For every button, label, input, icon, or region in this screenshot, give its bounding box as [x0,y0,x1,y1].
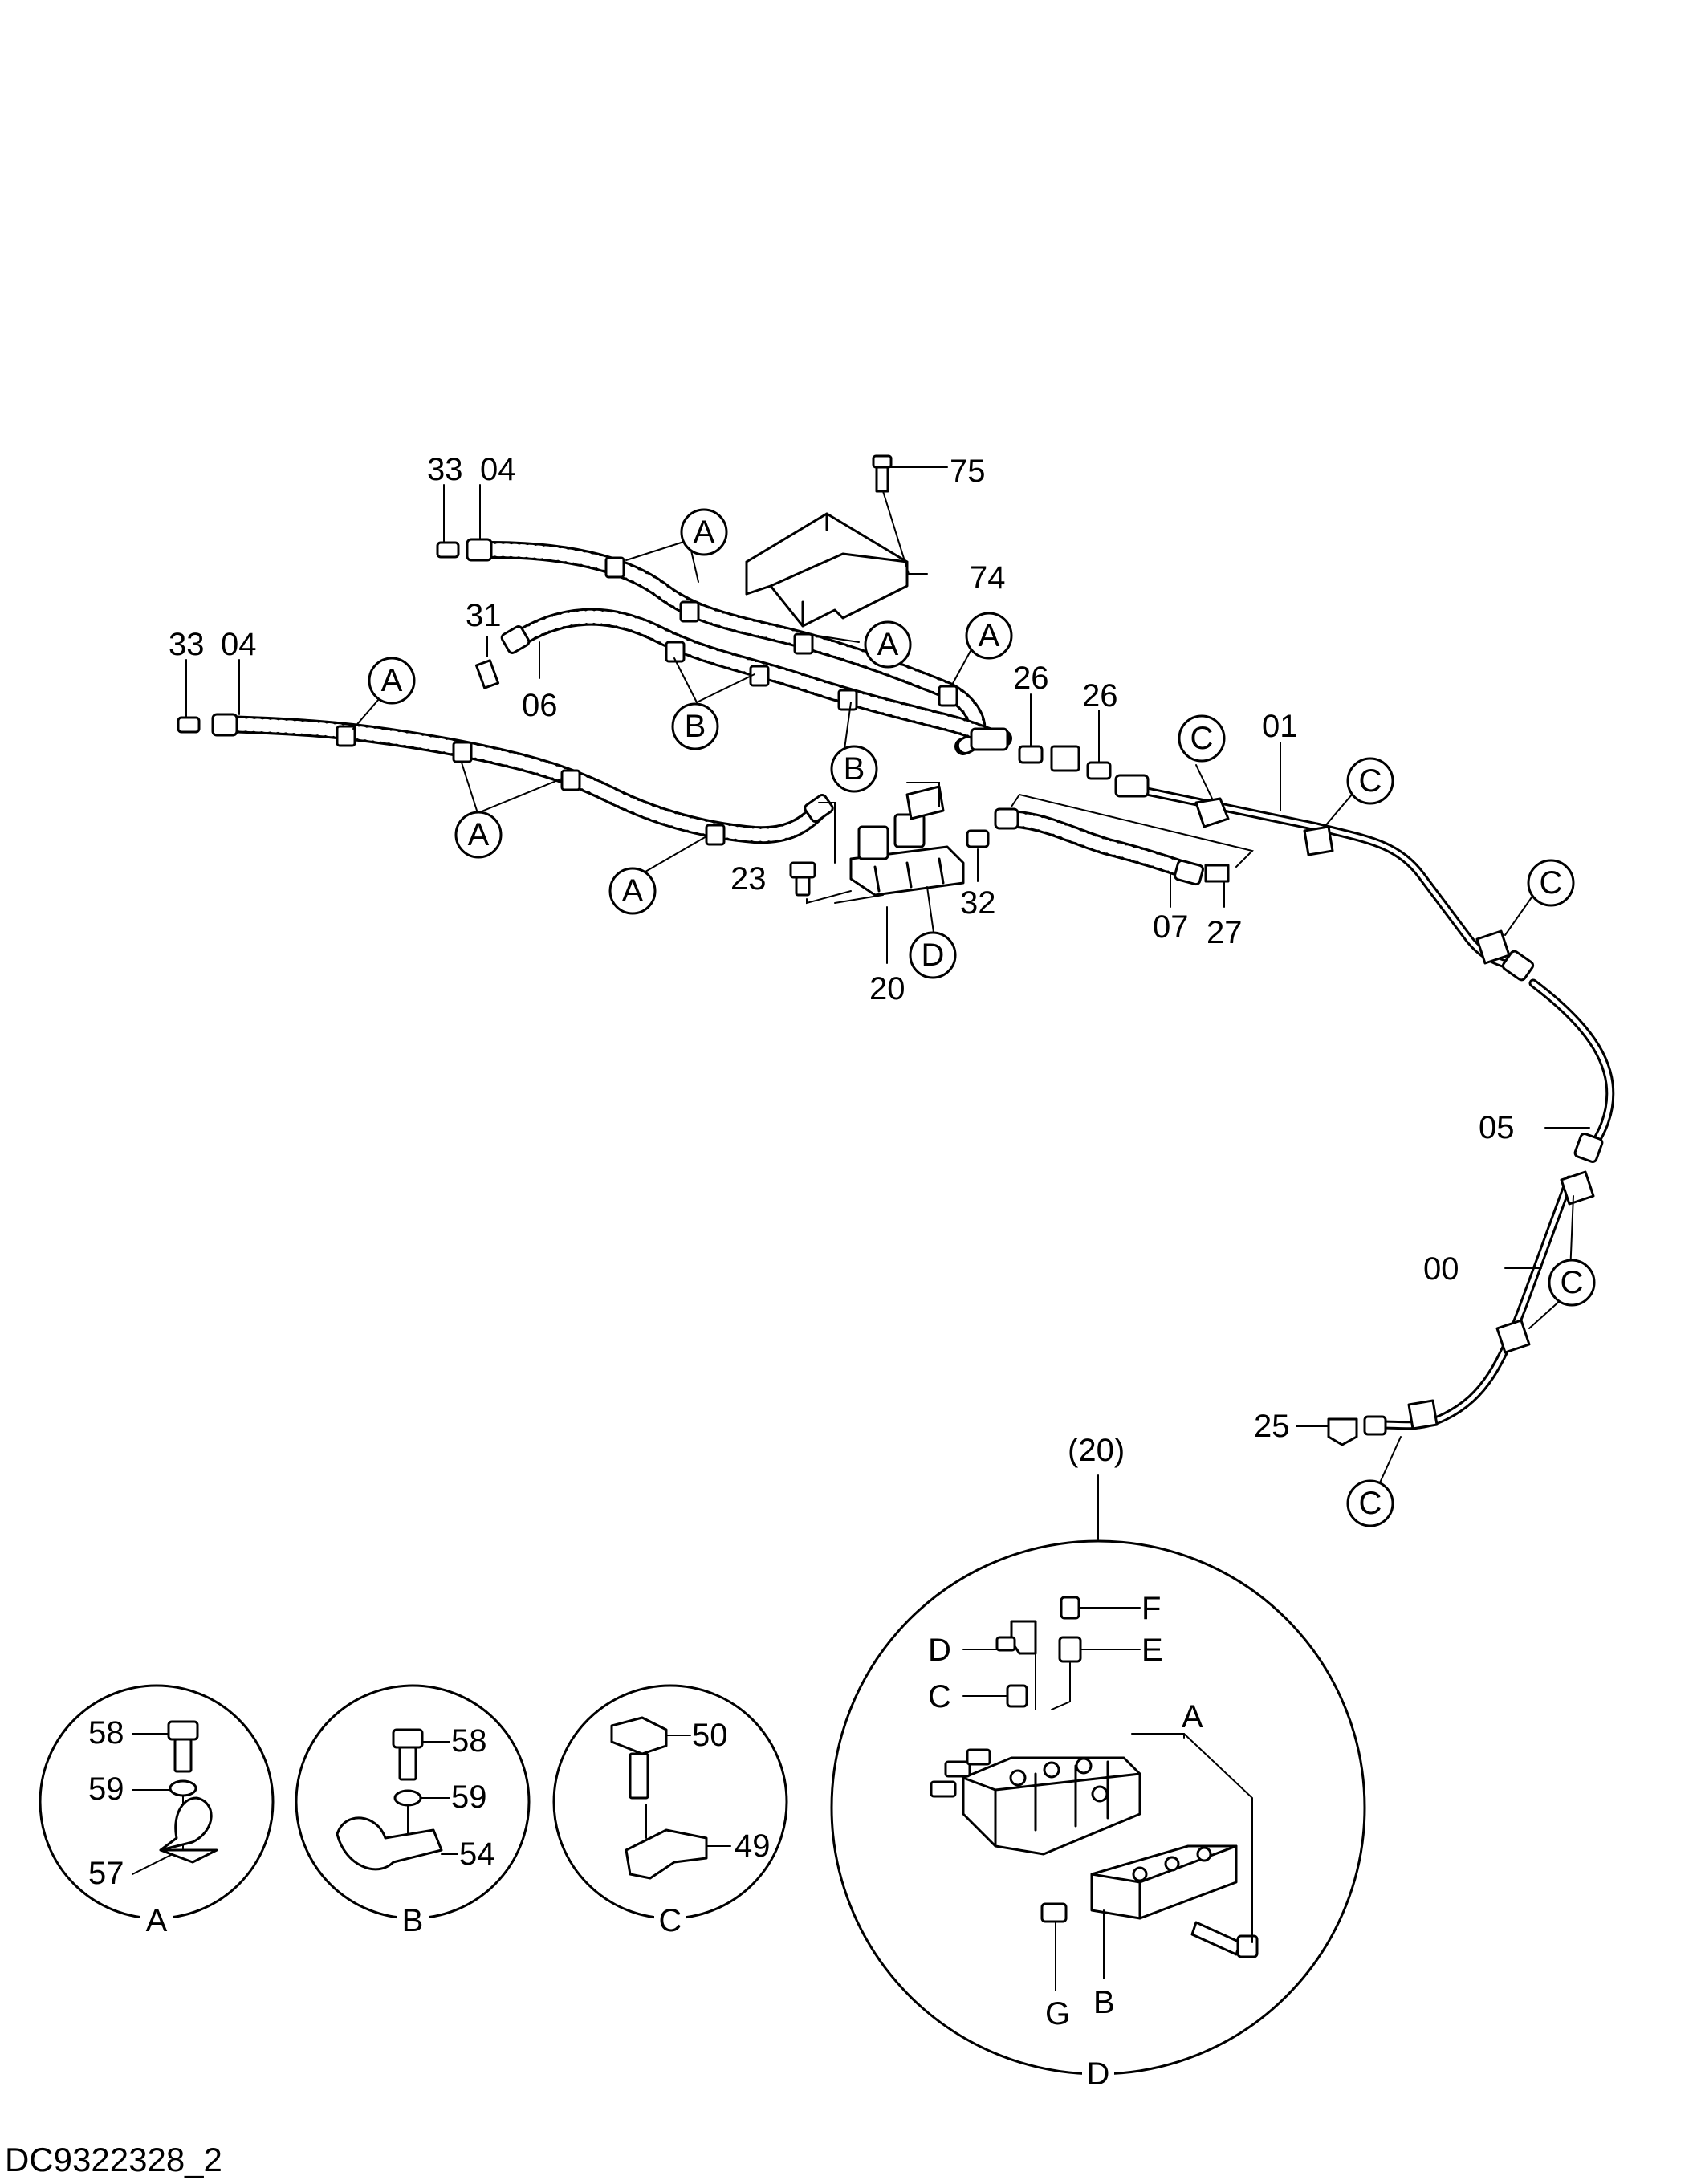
hose-fittings [211,538,1204,886]
callout-d-1: D [909,931,957,979]
fitting-33-upper [436,541,460,559]
callout-c-3: C [1527,859,1575,907]
svg-text:C: C [1359,763,1382,799]
elbow-25 [1327,1417,1358,1446]
detail-a-bolt-label: 58 [88,1715,124,1751]
svg-text:A: A [468,817,490,852]
label-26-left: 26 [1013,661,1049,696]
detail-d: F E D C A B G D [830,1539,1366,2092]
pipe-01 [1119,782,1522,972]
svg-text:A: A [877,627,899,662]
fitting-26-left [1018,745,1044,764]
valve-block-small [1050,745,1080,772]
bolt-23 [789,861,816,897]
detail-a-washer-label: 59 [88,1771,124,1807]
svg-text:B: B [685,709,706,744]
svg-text:A: A [694,514,715,550]
fitting-31 [474,659,500,689]
detail-d-f-label: F [1141,1591,1161,1626]
part-labels: 33 04 75 74 31 06 33 04 26 26 01 23 32 0… [169,452,1515,1468]
detail-d-b-label: B [1093,1985,1115,2020]
detail-b-washer-label: 59 [451,1779,487,1815]
svg-text:A: A [622,873,644,909]
detail-d-g-label: G [1045,1996,1070,2031]
svg-text:C: C [1190,721,1214,756]
fitting-27 [1204,864,1230,883]
pipe-clamps [1194,797,1595,1430]
callout-b-1: B [671,702,719,750]
label-32: 32 [960,885,996,921]
label-20-detail: (20) [1068,1433,1125,1468]
label-75: 75 [950,453,986,489]
pipe-fittings [1114,774,1604,1436]
detail-a: 58 59 57 A [39,1684,275,1938]
bracket-74 [745,512,909,628]
callout-a-3: A [965,612,1013,660]
detail-d-caption: D [1087,2056,1110,2092]
label-26-right: 26 [1082,678,1118,714]
label-23: 23 [730,861,767,897]
valve-assembly-20 [849,785,965,897]
detail-c-caption: C [659,1903,682,1938]
callout-a-2: A [864,620,912,669]
svg-text:A: A [979,618,1000,653]
fitting-26-right [1086,761,1112,780]
svg-text:C: C [1540,865,1563,901]
svg-text:A: A [381,663,403,698]
detail-a-clamp-label: 57 [88,1856,124,1891]
svg-text:B: B [844,751,865,787]
pipe-05 [1528,978,1615,1157]
detail-d-e-label: E [1141,1633,1163,1668]
bolt-75 [872,454,893,493]
detail-c: 50 49 C [552,1684,788,1938]
label-74: 74 [970,560,1006,596]
label-27: 27 [1207,915,1243,950]
callout-c-1: C [1178,714,1226,763]
callout-a-6: A [608,867,657,915]
callout-c-4: C [1548,1259,1596,1307]
label-31: 31 [466,598,502,633]
detail-b-caption: B [402,1903,424,1938]
detail-c-bolt-label: 50 [692,1718,728,1753]
callout-a-4: A [368,657,416,705]
label-07: 07 [1153,909,1189,945]
detail-a-caption: A [146,1903,168,1938]
svg-text:C: C [1359,1486,1382,1521]
svg-text:C: C [1561,1265,1584,1300]
detail-b-bolt-label: 58 [451,1723,487,1759]
callout-c-2: C [1346,757,1394,805]
detail-d-d-label: D [928,1633,951,1668]
detail-d-c-label: C [928,1679,951,1714]
hose-04-lower [216,715,828,844]
callout-a-5: A [454,811,503,859]
hose-06 [505,608,1012,747]
label-33-upper: 33 [427,452,463,487]
detail-c-clamp-label: 49 [735,1828,771,1864]
detail-d-a-label: A [1182,1699,1203,1735]
label-01: 01 [1262,709,1298,744]
pipe-00 [1376,1175,1574,1430]
callout-c-5: C [1346,1479,1394,1527]
hose-07 [995,810,1197,880]
detail-b: 58 59 54 B [295,1684,531,1938]
label-05: 05 [1479,1110,1515,1145]
fitting-33-lower [177,716,201,734]
label-04-lower: 04 [221,627,257,662]
callout-b-2: B [830,745,878,793]
label-06: 06 [522,688,558,723]
detail-b-clamp-label: 54 [459,1836,495,1872]
label-04-upper: 04 [480,452,516,487]
callout-a-1: A [680,508,728,556]
label-00: 00 [1423,1251,1459,1287]
fitting-32 [966,829,990,848]
callout-circles: A A A A A A B B C C C C C D [368,508,1596,1527]
svg-text:D: D [922,937,945,973]
hose-clamps [336,556,958,846]
label-33-lower: 33 [169,627,205,662]
drawing-id: DC9322328_2 [5,2141,222,2178]
label-20: 20 [869,971,905,1007]
label-25: 25 [1254,1409,1290,1444]
